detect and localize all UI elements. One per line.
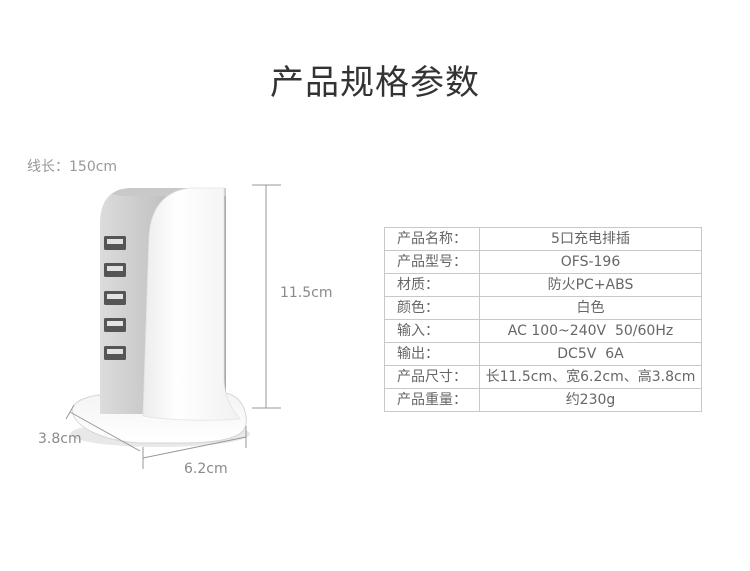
spec-row-size: 产品尺寸： 长11.5cm、宽6.2cm、高3.8cm bbox=[384, 365, 702, 389]
usb-port-2 bbox=[104, 263, 126, 277]
spec-label: 产品型号： bbox=[384, 250, 480, 274]
spec-value: 防火PC+ABS bbox=[479, 273, 702, 297]
usb-port-5 bbox=[104, 346, 126, 360]
product-drawing bbox=[65, 184, 281, 469]
spec-label: 产品尺寸： bbox=[384, 365, 480, 389]
spec-row-weight: 产品重量： 约230g bbox=[384, 388, 702, 412]
depth-dimension-label: 3.8cm bbox=[38, 431, 82, 447]
spec-row-output: 输出： DC5V 6A bbox=[384, 342, 702, 366]
spec-row-input: 输入： AC 100~240V 50/60Hz bbox=[384, 319, 702, 343]
spec-table: 产品名称： 5口充电排插 产品型号： OFS-196 材质： 防火PC+ABS … bbox=[384, 227, 702, 412]
front-cover bbox=[142, 187, 241, 421]
depth-dimension-line bbox=[69, 411, 141, 452]
spec-value: AC 100~240V 50/60Hz bbox=[479, 319, 702, 343]
usb-port-3 bbox=[104, 291, 126, 305]
spec-value: 5口充电排插 bbox=[479, 227, 702, 251]
spec-row-product-name: 产品名称： 5口充电排插 bbox=[384, 227, 702, 251]
cable-length-label: 线长：150cm bbox=[27, 159, 118, 175]
width-dimension-line bbox=[142, 436, 247, 459]
usb-port-4 bbox=[104, 318, 126, 332]
usb-port-1 bbox=[104, 236, 126, 250]
spec-value: 长11.5cm、宽6.2cm、高3.8cm bbox=[479, 365, 702, 389]
spec-value: 约230g bbox=[479, 388, 702, 412]
spec-value: DC5V 6A bbox=[479, 342, 702, 366]
spec-label: 输出： bbox=[384, 342, 480, 366]
spec-row-model: 产品型号： OFS-196 bbox=[384, 250, 702, 274]
spec-label: 颜色： bbox=[384, 296, 480, 320]
spec-value: OFS-196 bbox=[479, 250, 702, 274]
spec-label: 产品重量： bbox=[384, 388, 480, 412]
spec-label: 材质： bbox=[384, 273, 480, 297]
usb-charger-product-image bbox=[70, 187, 250, 447]
page-title: 产品规格参数 bbox=[270, 63, 480, 103]
spec-label: 产品名称： bbox=[384, 227, 480, 251]
depth-dimension-tick bbox=[65, 404, 75, 420]
spec-row-color: 颜色： 白色 bbox=[384, 296, 702, 320]
spec-row-material: 材质： 防火PC+ABS bbox=[384, 273, 702, 297]
spec-label: 输入： bbox=[384, 319, 480, 343]
spec-value: 白色 bbox=[479, 296, 702, 320]
height-dimension-label: 11.5cm bbox=[280, 285, 333, 301]
width-dimension-label: 6.2cm bbox=[184, 461, 228, 477]
